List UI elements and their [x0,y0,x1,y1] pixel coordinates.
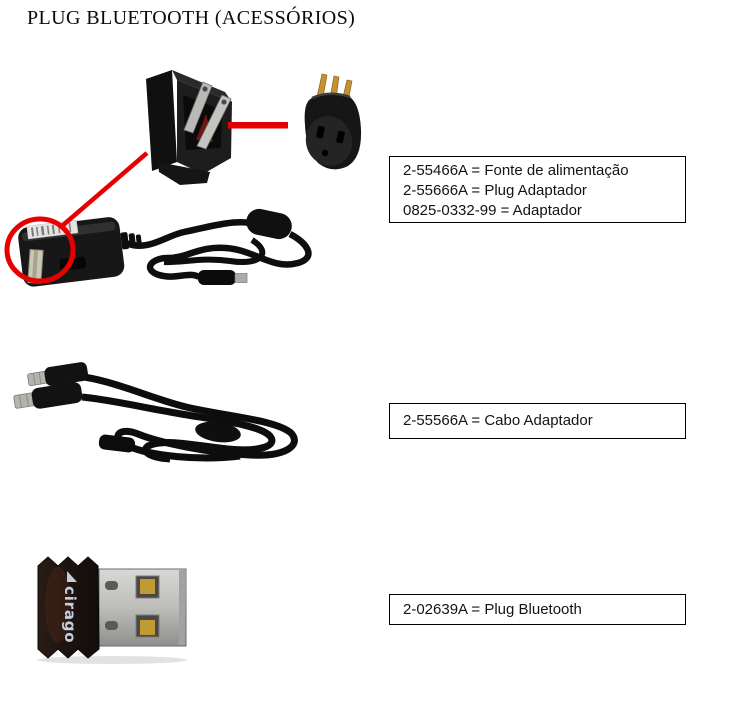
dongle-brand-label: cirago [61,586,79,643]
adapter-cable-image [13,362,298,463]
part-number-line: 2-02639A = Plug Bluetooth [403,600,582,618]
callout-adapter-cable: 2-55566A = Cabo Adaptador [389,403,686,439]
callout-power-supply: 2-55466A = Fonte de alimentação 2-55666A… [389,156,686,223]
part-number-line: 2-55666A = Plug Adaptador [403,182,587,199]
power-supply-photo [18,208,312,287]
outlet-adapter-photo [304,73,362,170]
part-number-line: 2-55566A = Cabo Adaptador [403,412,593,429]
red-pointer-line [60,151,149,228]
red-connector-line [228,122,288,129]
adapter-cable-photo [13,362,298,463]
plug-adapter-photo [146,70,232,185]
bluetooth-dongle-image: cirago [37,556,187,664]
bluetooth-dongle-photo: cirago [37,556,187,664]
part-number-line: 2-55466A = Fonte de alimentação [403,162,629,179]
power-supply-and-adapters-image [4,70,362,287]
callout-bluetooth-dongle: 2-02639A = Plug Bluetooth [389,594,686,625]
red-highlight-circle [4,216,76,284]
page-title: PLUG BLUETOOTH (ACESSÓRIOS) [27,7,356,29]
part-number-line: 0825-0332-99 = Adaptador [403,202,582,219]
